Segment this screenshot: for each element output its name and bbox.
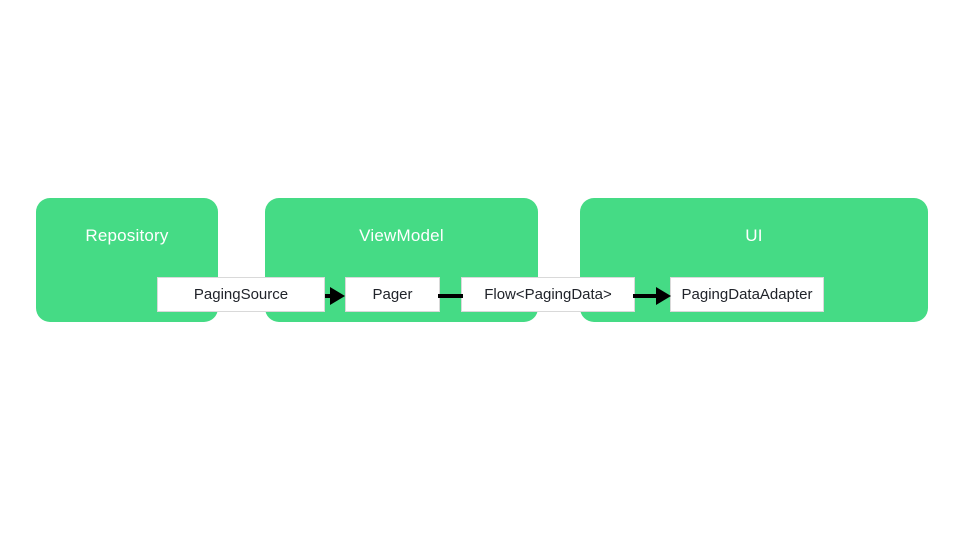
layer-title-viewmodel: ViewModel <box>359 226 444 245</box>
connector-line <box>438 294 463 298</box>
node-pager[interactable]: Pager <box>345 277 440 312</box>
node-label-text: PagingSource <box>193 286 289 303</box>
layer-box-repository: Repository <box>36 198 218 322</box>
node-flow-paging-data[interactable]: Flow<PagingData> <box>461 277 635 312</box>
layer-title-repository: Repository <box>85 226 169 245</box>
node-paging-data-adapter[interactable]: PagingDataAdapter <box>670 277 824 312</box>
node-label-text: Flow<PagingData> <box>484 286 612 303</box>
arrowhead-icon <box>656 287 671 305</box>
node-label-text: Pager <box>372 286 413 303</box>
connector-line <box>325 294 331 298</box>
layer-title-ui: UI <box>745 226 763 245</box>
node-paging-source[interactable]: PagingSource <box>157 277 325 312</box>
node-label-text: PagingDataAdapter <box>681 286 813 303</box>
connector-line <box>633 294 658 298</box>
arrowhead-icon <box>330 287 345 305</box>
